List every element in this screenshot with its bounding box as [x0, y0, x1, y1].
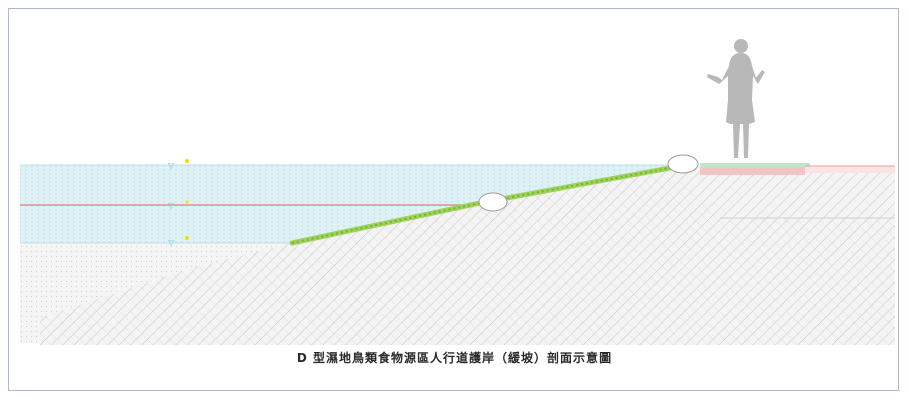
- svg-text:▽: ▽: [168, 238, 175, 247]
- svg-text:▽: ▽: [168, 161, 175, 170]
- boulder-top: [667, 154, 699, 174]
- walkway-shoulder: [805, 166, 895, 173]
- walkway-upper: [700, 163, 810, 167]
- water-level-marker-1: ▽: [168, 159, 189, 170]
- person-silhouette-icon: [707, 39, 765, 158]
- svg-text:▽: ▽: [168, 201, 175, 210]
- water-level-marker-3: ▽: [168, 236, 189, 247]
- diagram-caption: D 型濕地鳥類食物源區人行道護岸（緩坡）剖面示意圖: [296, 351, 613, 365]
- walkway-pink: [700, 167, 805, 175]
- boulder-mid: [478, 192, 508, 212]
- upland-ground: [540, 166, 895, 280]
- slope-embankment-crosshatch: [40, 166, 895, 345]
- water-level-marker-2: ▽: [168, 200, 189, 210]
